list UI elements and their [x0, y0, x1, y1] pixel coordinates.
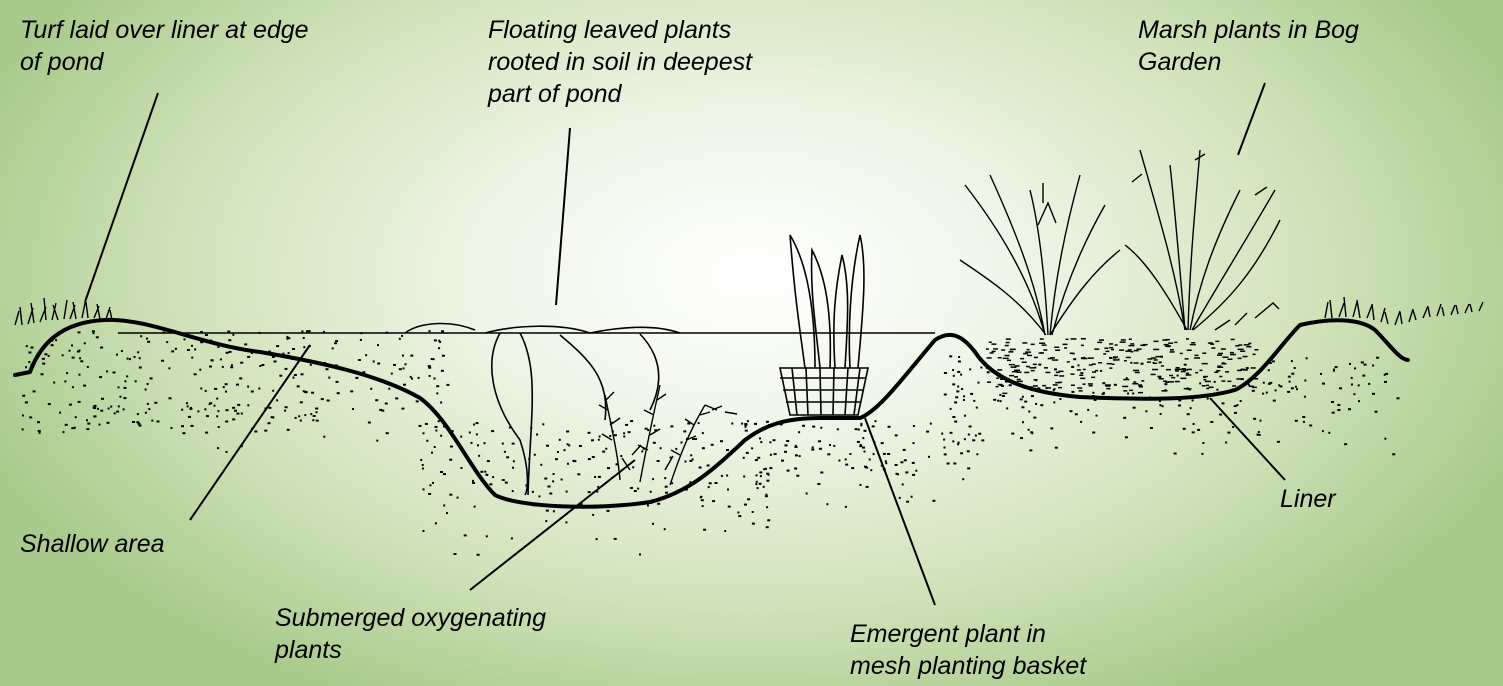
submerged-oxygenating-plants: [599, 385, 737, 485]
label-floating-leaved: Floating leaved plants rooted in soil in…: [488, 14, 752, 110]
emergent-plant: [790, 235, 864, 368]
leader-liner: [1210, 398, 1285, 480]
label-emergent: Emergent plant in mesh planting basket: [850, 618, 1086, 682]
floating-leaved-plant: [405, 324, 680, 495]
marsh-plants: [960, 150, 1280, 335]
leader-emergent: [865, 418, 935, 605]
pond-liner: [15, 320, 1408, 507]
label-turf: Turf laid over liner at edge of pond: [20, 14, 309, 78]
leader-submerged: [470, 460, 635, 590]
label-marsh-plants: Marsh plants in Bog Garden: [1138, 14, 1359, 78]
leader-lines: [85, 83, 1285, 605]
label-liner: Liner: [1280, 483, 1336, 515]
label-shallow-area: Shallow area: [20, 528, 165, 560]
leader-floating: [556, 128, 570, 305]
mesh-planting-basket: [780, 368, 868, 415]
soil-stipple: [20, 330, 1399, 556]
label-submerged: Submerged oxygenating plants: [275, 602, 546, 666]
leader-marsh: [1238, 83, 1265, 155]
leader-turf: [85, 93, 158, 302]
